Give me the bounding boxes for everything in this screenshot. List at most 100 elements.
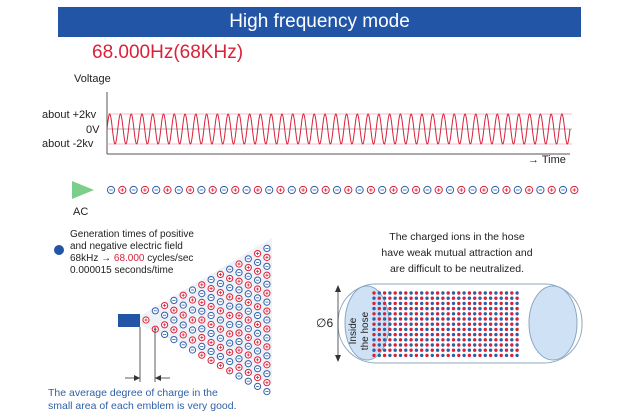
hose-ion <box>483 348 487 352</box>
spray-ion <box>170 296 178 304</box>
hose-ion <box>494 301 498 306</box>
hose-ion <box>483 343 487 347</box>
hose-ion <box>430 296 434 300</box>
hose-ion <box>377 327 381 332</box>
generation-line-3-suffix: cycles/sec <box>144 253 194 264</box>
hose-ion <box>393 296 397 300</box>
generation-line-3-prefix: 68kHz → <box>70 253 114 264</box>
hose-ion <box>441 327 445 332</box>
spray-ion <box>254 356 262 364</box>
hose-ion <box>467 348 472 352</box>
spray-ion <box>254 258 262 267</box>
hose-ion <box>488 291 493 295</box>
hose-ion <box>451 332 456 337</box>
spray-ion <box>216 289 224 297</box>
inside-hose-line-1: Inside <box>348 317 359 344</box>
ion <box>152 185 161 195</box>
hose-ion <box>388 317 392 321</box>
hose-ion <box>377 343 381 347</box>
hose-ion <box>478 353 482 358</box>
hose-ion <box>420 327 424 332</box>
ion <box>513 185 522 195</box>
hose-ion <box>409 306 413 311</box>
spray-ion <box>198 325 206 333</box>
hose-ion <box>382 312 387 316</box>
hose-ion <box>441 312 445 316</box>
hose-ion <box>409 332 413 337</box>
hose-ion <box>404 353 408 358</box>
hose-ion <box>441 296 445 300</box>
diameter-label: ∅6 <box>316 316 333 330</box>
hose-ion <box>457 348 461 352</box>
hose-ion <box>382 332 387 337</box>
hose-end <box>528 285 578 361</box>
bottom-caption: The average degree of charge in the smal… <box>48 387 278 413</box>
hose-ion <box>420 291 424 295</box>
hose-ion <box>404 301 408 306</box>
hose-ion <box>494 322 498 326</box>
hose-ion <box>430 306 434 311</box>
hose-ion <box>393 332 397 337</box>
hose-ion <box>425 312 429 316</box>
hose-ion <box>499 353 503 358</box>
spray-ion <box>254 303 262 311</box>
hose-ion <box>451 348 456 352</box>
hose-ion <box>478 327 482 332</box>
ion <box>389 185 398 195</box>
spray-ion <box>263 388 271 396</box>
spray-ion <box>226 284 234 292</box>
ion <box>366 185 375 195</box>
spray-ion <box>216 270 224 278</box>
ion <box>332 185 342 195</box>
ion <box>140 185 149 195</box>
hose-ion <box>425 327 429 332</box>
hose-ion <box>435 291 440 295</box>
ion <box>400 185 409 195</box>
spray-ion <box>198 298 206 306</box>
spray-ion <box>244 360 252 368</box>
ion <box>502 185 511 195</box>
hose-ion <box>515 322 519 326</box>
spray-ion <box>254 365 262 373</box>
hose-ion <box>425 343 429 347</box>
spray-ion <box>235 303 243 311</box>
spray-ion <box>263 307 271 315</box>
spray-ion <box>207 284 215 293</box>
spray-ion <box>254 320 262 329</box>
hose-ion <box>435 317 440 321</box>
generation-line-1: Generation times of positive <box>70 229 194 240</box>
diameter-arrow-top <box>335 285 341 292</box>
hose-ion <box>435 343 440 347</box>
spray-ion <box>263 343 271 351</box>
hose-ion <box>435 353 440 358</box>
ion <box>197 185 206 195</box>
hose-ion <box>488 332 493 337</box>
hose-ion <box>377 332 381 337</box>
hose-ion <box>398 301 403 306</box>
hose-ion <box>430 327 434 332</box>
hose-ion <box>393 317 397 321</box>
ion <box>163 185 172 195</box>
hose-ion <box>377 306 381 311</box>
spray-ion <box>226 367 234 375</box>
hose-ion <box>473 353 477 358</box>
spray-ion <box>263 352 271 360</box>
hose-ion <box>393 348 397 352</box>
hose-ion <box>515 306 519 311</box>
hose-ion <box>398 332 403 337</box>
hose-ion <box>467 306 472 311</box>
spray-ion <box>235 320 243 328</box>
hose-ion <box>393 353 397 358</box>
hose-ion <box>488 301 493 306</box>
hose-ion <box>494 306 498 311</box>
hose-ion <box>457 312 461 316</box>
hose-ion <box>510 343 514 347</box>
ac-label: AC <box>73 206 89 218</box>
hose-ion <box>478 348 482 352</box>
hose-ion <box>393 312 397 316</box>
hose-ion <box>414 317 419 321</box>
hose-ion <box>488 348 493 352</box>
hose-ion <box>488 317 493 321</box>
ion <box>174 185 183 195</box>
ion <box>231 185 240 195</box>
